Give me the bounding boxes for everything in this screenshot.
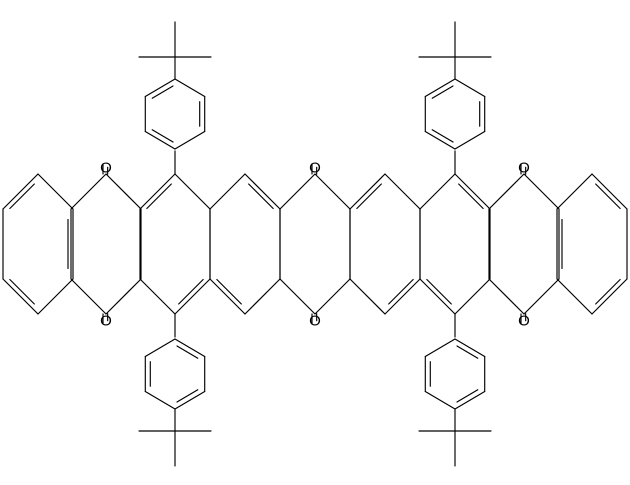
phenyl-bond xyxy=(424,338,456,358)
phenyl-bond xyxy=(454,130,486,150)
phenyl-bond xyxy=(454,78,486,98)
ring-bond xyxy=(209,278,246,315)
ring-bond xyxy=(419,173,456,210)
ring-bond xyxy=(209,173,246,210)
phenyl-bond xyxy=(174,338,206,358)
oxygen-label-bottom-left: O xyxy=(100,313,112,330)
ring-bond xyxy=(105,278,142,315)
bond-layer xyxy=(2,21,628,467)
ring-bond xyxy=(314,278,351,315)
phenyl-bond xyxy=(174,130,206,150)
ring-bond xyxy=(591,173,628,210)
ring-bond xyxy=(384,278,421,315)
double-bond-inner xyxy=(178,278,204,305)
phenyl-bond xyxy=(144,78,176,98)
ring-bond xyxy=(591,278,628,315)
ring-bond xyxy=(556,173,593,210)
ring-bond xyxy=(70,278,107,315)
ring-bond xyxy=(105,173,142,210)
double-bond-inner xyxy=(431,129,454,143)
double-bond-inner xyxy=(216,278,242,305)
double-bond-inner xyxy=(595,183,621,210)
phenyl-bond xyxy=(174,78,206,98)
double-bond-inner xyxy=(456,389,479,403)
ring-bond xyxy=(174,278,211,315)
ring-bond xyxy=(384,173,421,210)
ring-bond xyxy=(244,278,281,315)
phenyl-bond xyxy=(424,78,456,98)
oxygen-label-bottom-right: O xyxy=(518,313,530,330)
ring-bond xyxy=(70,173,107,210)
double-bond-inner xyxy=(248,183,274,210)
oxygen-label-top-right: O xyxy=(518,160,530,177)
double-bond-inner xyxy=(431,85,454,99)
ring-bond xyxy=(37,173,74,210)
ring-bond xyxy=(488,278,525,315)
ring-bond xyxy=(174,173,211,210)
ring-bond xyxy=(279,173,316,210)
double-bond-inner xyxy=(595,278,621,305)
ring-bond xyxy=(454,278,491,315)
double-bond-inner xyxy=(9,183,35,210)
double-bond-inner xyxy=(456,345,479,359)
double-bond-inner xyxy=(388,278,414,305)
phenyl-bond xyxy=(144,390,176,410)
ring-bond xyxy=(37,278,74,315)
double-bond-inner xyxy=(458,183,484,210)
double-bond-inner xyxy=(176,389,199,403)
phenyl-bond xyxy=(174,390,206,410)
phenyl-bond xyxy=(144,338,176,358)
double-bond-inner xyxy=(146,183,172,210)
double-bond-inner xyxy=(426,278,452,305)
double-bond-inner xyxy=(9,278,35,305)
ring-bond xyxy=(314,173,351,210)
ring-bond xyxy=(139,278,176,315)
phenyl-bond xyxy=(454,390,486,410)
oxygen-label-top-center: O xyxy=(309,160,321,177)
oxygen-label-top-left: O xyxy=(100,160,112,177)
double-bond-inner xyxy=(151,85,174,99)
ring-bond xyxy=(523,173,560,210)
double-bond-inner xyxy=(176,345,199,359)
ring-bond xyxy=(523,278,560,315)
ring-bond xyxy=(139,173,176,210)
ring-bond xyxy=(349,173,386,210)
ring-bond xyxy=(244,173,281,210)
ring-bond xyxy=(349,278,386,315)
ring-bond xyxy=(2,278,39,315)
ring-bond xyxy=(488,173,525,210)
ring-bond xyxy=(419,278,456,315)
ring-bond xyxy=(2,173,39,210)
ring-bond xyxy=(454,173,491,210)
phenyl-bond xyxy=(424,130,456,150)
atom-label-layer: O O O O O O xyxy=(100,160,530,330)
double-bond-inner xyxy=(356,183,382,210)
double-bond-inner xyxy=(151,129,174,143)
ring-bond xyxy=(279,278,316,315)
phenyl-bond xyxy=(144,130,176,150)
phenyl-bond xyxy=(454,338,486,358)
ring-bond xyxy=(556,278,593,315)
phenyl-bond xyxy=(424,390,456,410)
oxygen-label-bottom-center: O xyxy=(309,313,321,330)
